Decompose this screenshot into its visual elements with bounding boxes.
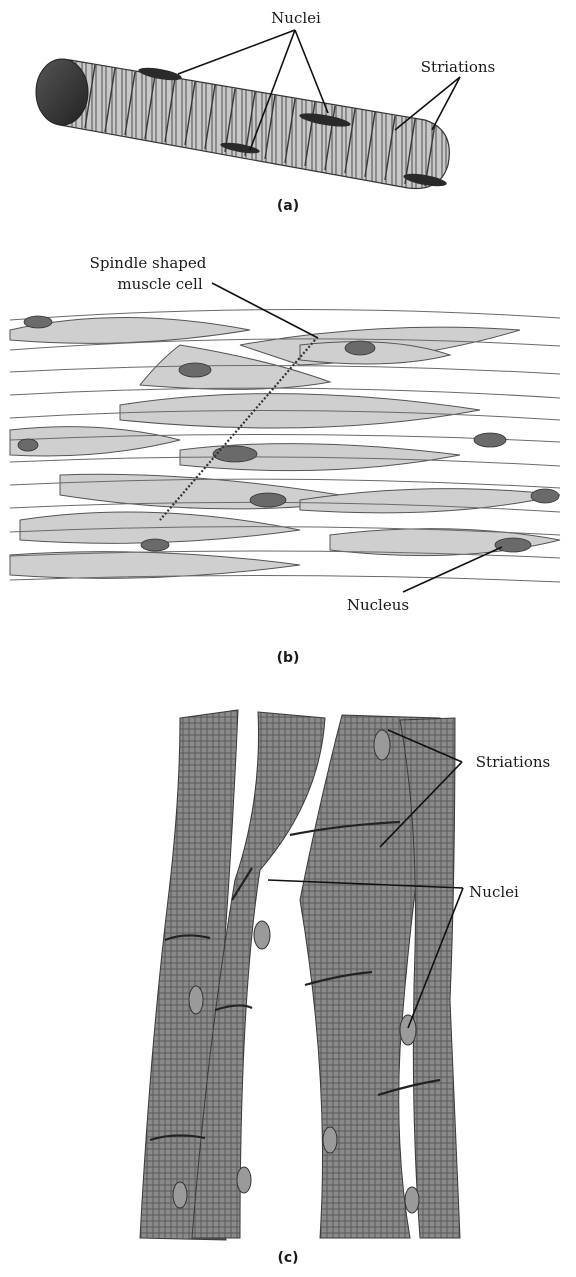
nucleus-c4 [237,1167,251,1193]
nucleus-c2 [173,1182,187,1208]
nucleus-b1 [24,316,52,328]
nucleus-b10 [495,538,531,552]
nucleus-c8 [405,1187,419,1213]
nucleus-b5 [213,446,257,462]
nucleus-b2 [179,363,211,377]
cardiac-muscle-tissue [140,710,460,1240]
panel-c: Striations Nuclei (c) [140,710,550,1266]
label-striations-a: Striations [421,58,495,76]
nucleus-c7 [400,1015,416,1045]
caption-b: (b) [277,650,300,666]
nucleus-b4 [18,439,38,451]
skeletal-muscle-fibre [36,59,449,189]
panel-b: Spindle shaped muscle cell Nucleus (b) [10,254,562,666]
nucleus-b6 [474,433,506,447]
nucleus-c3 [254,921,270,949]
smooth-muscle-tissue [10,305,562,590]
label-nuclei-a: Nuclei [271,9,321,27]
caption-a: (a) [277,198,299,214]
nucleus-c6 [374,730,390,760]
label-spindle-line1: Spindle shaped [90,254,207,272]
label-nuclei-c: Nuclei [469,883,519,901]
nucleus-b8 [250,493,286,507]
nucleus-b3 [345,341,375,355]
fibre-cut-end [36,59,88,125]
caption-c: (c) [277,1250,298,1266]
nucleus-b9 [141,539,169,551]
label-nucleus-b: Nucleus [347,596,409,614]
nucleus-c5 [323,1127,337,1153]
label-striations-c: Striations [476,753,550,771]
panel-a: Nuclei Striations (a) [36,9,495,214]
nucleus-b7 [531,489,559,503]
nucleus-c1 [189,986,203,1014]
label-spindle-line2: muscle cell [117,275,203,293]
